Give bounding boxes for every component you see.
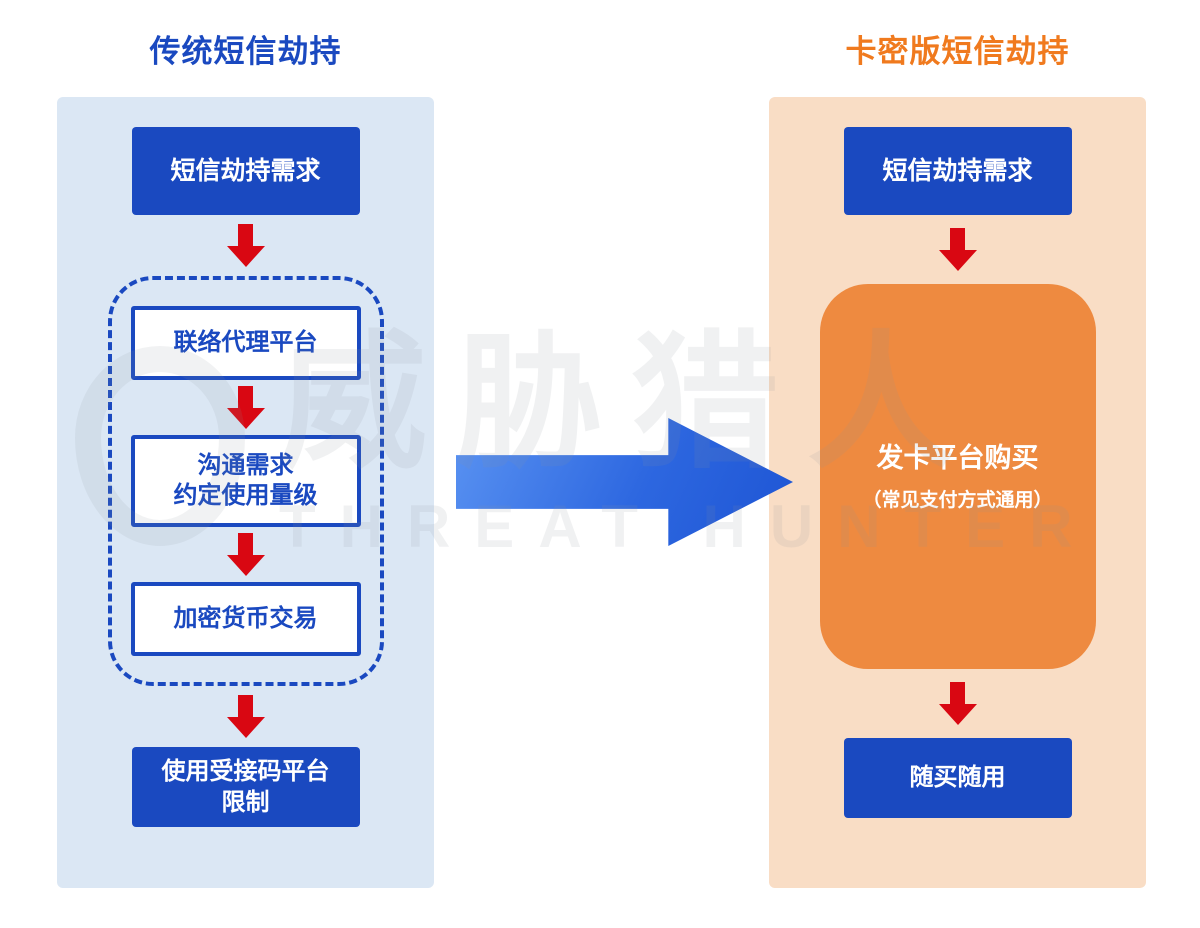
transition-right-arrow [456, 418, 793, 546]
left-start-box: 短信劫持需求 [131, 127, 360, 215]
left-flow: 短信劫持需求 联络代理平台 沟通需求 约定使用量级 加密货币交易 [57, 97, 434, 888]
card-platform-subtitle: （常见支付方式通用） [862, 489, 1053, 511]
step-box-crypto-payment: 加密货币交易 [130, 582, 361, 656]
arrow-head [226, 717, 265, 738]
flow-arrow-down [226, 533, 265, 576]
flow-arrow-down [938, 228, 977, 271]
arrow-head [938, 250, 977, 271]
step-box-contact-agent: 联络代理平台 [130, 306, 361, 380]
card-platform-box: 发卡平台购买 （常见支付方式通用） [819, 284, 1096, 669]
flow-arrow-down [226, 386, 265, 429]
left-end-box: 使用受接码平台 限制 [131, 747, 360, 827]
arrow-stem [238, 533, 253, 555]
arrow-stem [950, 228, 965, 250]
right-end-box: 随买随用 [843, 738, 1072, 818]
arrow-stem [238, 695, 253, 717]
right-flow: 短信劫持需求 发卡平台购买 （常见支付方式通用） 随买随用 [769, 97, 1146, 888]
flow-arrow-down [226, 695, 265, 738]
arrow-head [226, 555, 265, 576]
left-dashed-group: 联络代理平台 沟通需求 约定使用量级 加密货币交易 [107, 276, 384, 686]
card-platform-title: 发卡平台购买 [876, 443, 1039, 474]
flow-arrow-down [226, 224, 265, 267]
arrow-head [938, 704, 977, 725]
arrow-stem [238, 386, 253, 408]
right-panel: 短信劫持需求 发卡平台购买 （常见支付方式通用） 随买随用 [769, 97, 1146, 888]
arrow-head [226, 246, 265, 267]
flow-arrow-down [938, 682, 977, 725]
arrow-head [226, 408, 265, 429]
right-column-title: 卡密版短信劫持 [845, 34, 1070, 69]
step-box-negotiate-usage: 沟通需求 约定使用量级 [130, 435, 361, 527]
arrow-stem [950, 682, 965, 704]
left-panel: 短信劫持需求 联络代理平台 沟通需求 约定使用量级 加密货币交易 [57, 97, 434, 888]
arrow-stem [238, 224, 253, 246]
right-start-box: 短信劫持需求 [843, 127, 1072, 215]
left-column-title: 传统短信劫持 [149, 34, 342, 69]
